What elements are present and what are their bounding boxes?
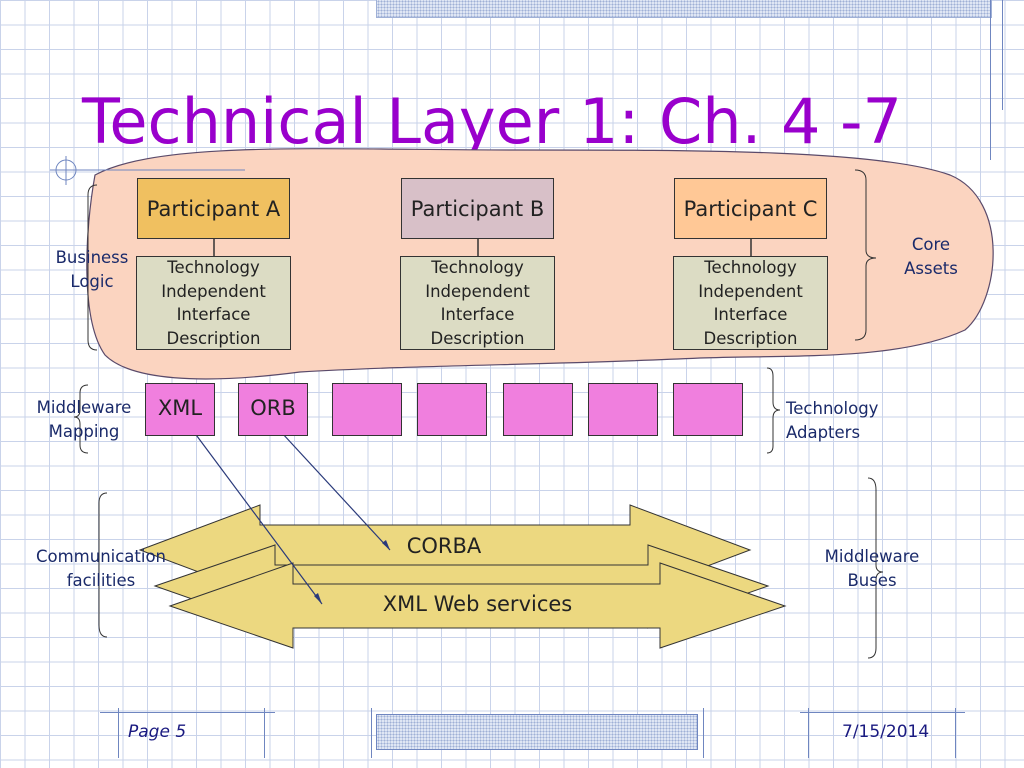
- footer-rule-right: [800, 712, 965, 713]
- label-line: Middleware: [36, 398, 132, 417]
- core-assets-brace: [854, 169, 877, 341]
- adapter-5: [503, 383, 573, 436]
- desc-line: Description: [166, 328, 261, 348]
- label-line: facilities: [66, 571, 136, 590]
- desc-line: Independent: [425, 281, 530, 301]
- adapter-xml: XML: [145, 383, 215, 436]
- business-logic-brace: [87, 184, 98, 351]
- participant-b-box: Participant B: [401, 178, 554, 239]
- label-line: Mapping: [48, 422, 120, 441]
- adapter-orb-label: ORB: [250, 396, 296, 420]
- label-line: Core: [911, 235, 951, 254]
- slide-date: 7/15/2014: [842, 722, 930, 742]
- desc-line: Description: [703, 328, 798, 348]
- xml-mapping-arrow: [184, 419, 323, 605]
- adapter-orb: ORB: [238, 383, 308, 436]
- participant-a-label: Participant A: [146, 196, 281, 221]
- interface-description-b: Technology Independent Interface Descrip…: [400, 256, 555, 350]
- top-decor-bar: [376, 0, 992, 18]
- footer-tick: [264, 708, 265, 758]
- technology-adapters-label: Technology Adapters: [786, 397, 886, 445]
- decor-target-icon: [50, 156, 245, 185]
- technology-adapters-brace: [766, 367, 781, 454]
- label-line: Adapters: [786, 423, 861, 442]
- footer-tick: [703, 708, 704, 758]
- interface-description-a: Technology Independent Interface Descrip…: [136, 256, 291, 350]
- desc-line: Description: [430, 328, 525, 348]
- xml-mapping-arrowhead: [314, 593, 322, 604]
- label-line: Communication: [35, 547, 167, 566]
- participant-c-box: Participant C: [674, 178, 827, 239]
- desc-line: Independent: [698, 281, 803, 301]
- footer-tick: [371, 708, 372, 758]
- desc-line: Technology: [704, 258, 797, 277]
- label-line: Technology: [786, 399, 879, 418]
- bus-xml-label: XML Web services: [382, 592, 573, 616]
- bus-arrow-xml: [168, 562, 787, 649]
- communication-facilities-brace: [98, 492, 108, 638]
- business-logic-label: Business Logic: [40, 246, 144, 294]
- participant-c-label: Participant C: [683, 196, 818, 221]
- adapter-4: [417, 383, 487, 436]
- adapter-7: [673, 383, 743, 436]
- middleware-mapping-brace: [73, 384, 89, 454]
- label-line: Business: [55, 248, 129, 267]
- label-line: Logic: [70, 272, 114, 291]
- participant-a-box: Participant A: [137, 178, 290, 239]
- adapter-6: [588, 383, 658, 436]
- orb-mapping-arrowhead: [382, 540, 390, 550]
- page-number: Page 5: [128, 722, 187, 742]
- footer-tick: [118, 708, 119, 758]
- participant-b-label: Participant B: [410, 196, 545, 221]
- label-line: Assets: [904, 259, 958, 278]
- label-line: Buses: [847, 571, 897, 590]
- desc-line: Technology: [431, 258, 524, 277]
- desc-line: Interface: [713, 305, 788, 324]
- desc-line: Independent: [161, 281, 266, 301]
- footer-tick: [808, 708, 809, 758]
- label-line: Middleware: [824, 547, 920, 566]
- middleware-mapping-label: Middleware Mapping: [24, 396, 144, 444]
- footer-center-bar: [376, 714, 698, 750]
- adapter-xml-label: XML: [157, 396, 203, 420]
- slide-title: Technical Layer 1: Ch. 4 -7: [82, 85, 902, 158]
- interface-description-c: Technology Independent Interface Descrip…: [673, 256, 828, 350]
- communication-facilities-label: Communication facilities: [26, 545, 176, 593]
- middleware-buses-label: Middleware Buses: [808, 545, 936, 593]
- orb-mapping-arrow: [269, 419, 391, 551]
- adapter-3: [332, 383, 402, 436]
- footer-tick: [955, 708, 956, 758]
- top-right-decor-line: [990, 0, 991, 160]
- desc-line: Technology: [167, 258, 260, 277]
- middleware-buses-brace: [867, 477, 884, 659]
- bus-corba-label: CORBA: [406, 534, 482, 558]
- core-assets-label: Core Assets: [886, 233, 976, 281]
- footer-rule-left: [100, 712, 275, 713]
- desc-line: Interface: [440, 305, 515, 324]
- desc-line: Interface: [176, 305, 251, 324]
- top-right-decor-line-2: [1002, 0, 1003, 110]
